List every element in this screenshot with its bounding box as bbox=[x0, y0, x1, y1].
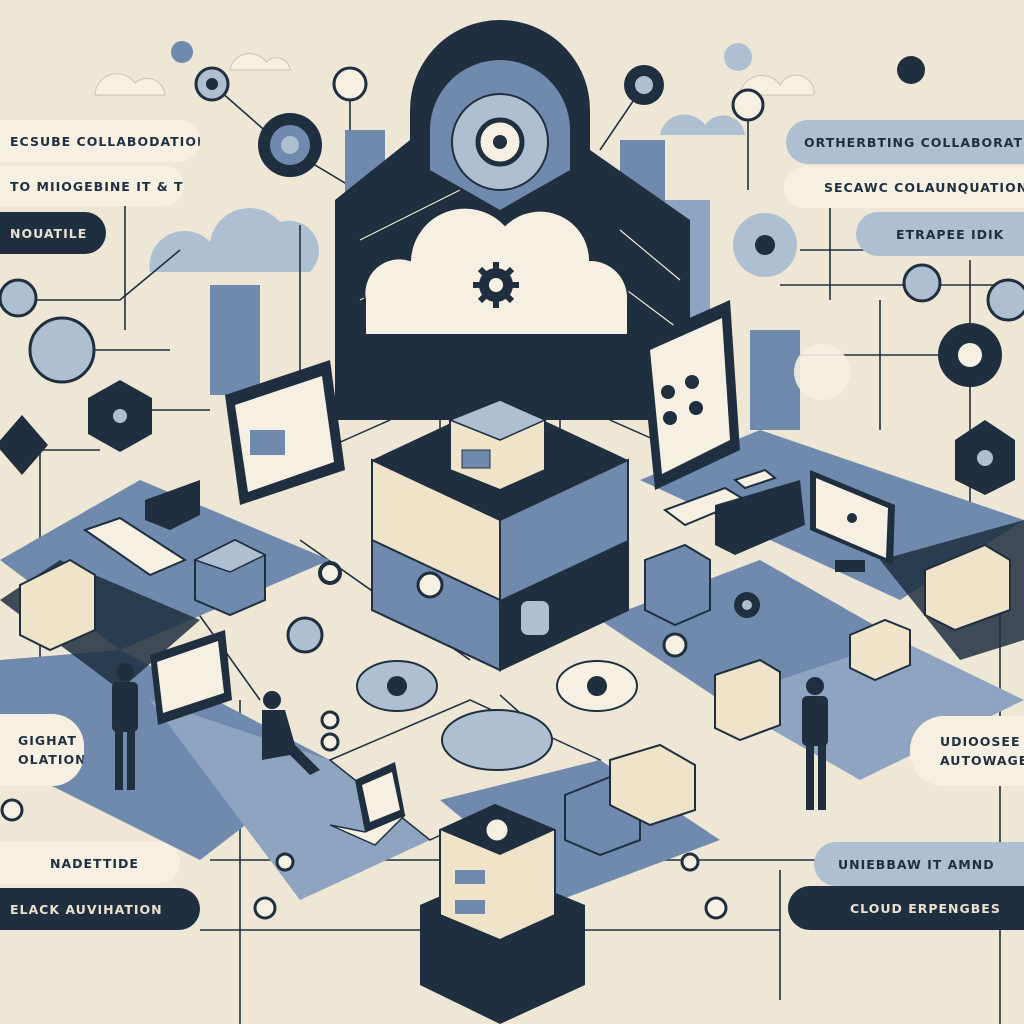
left-label-2-text: TO MIIOGEBINE IT & TO bbox=[10, 178, 184, 194]
gear-icon bbox=[473, 262, 519, 308]
right-label-1-text: ORTHERBTING COLLABORATION bbox=[804, 134, 1024, 150]
right-label-5-text: UNIEBBAW IT AMND bbox=[838, 856, 995, 872]
hexagon-node-icons bbox=[0, 380, 1015, 495]
network-node-icon bbox=[356, 660, 638, 771]
right-label-6-text: CLOUD ERPENGBES bbox=[850, 900, 1001, 916]
left-label-6: ELACK AUVIHATION bbox=[0, 888, 200, 930]
left-label-4-line-2: OLATION bbox=[18, 752, 84, 767]
left-label-2: TO MIIOGEBINE IT & TO bbox=[0, 166, 184, 206]
keyboard-icon bbox=[82, 468, 778, 577]
sky-cloud-icon bbox=[94, 53, 815, 96]
monitor-icon-right bbox=[810, 470, 895, 572]
right-label-2: SECAWC COLAUNQUATION bbox=[784, 166, 1024, 208]
right-label-2-text: SECAWC COLAUNQUATION bbox=[824, 179, 1024, 195]
right-label-6: CLOUD ERPENGBES bbox=[788, 886, 1024, 930]
right-label-3: ETRAPEE IDIK bbox=[856, 212, 1024, 256]
right-label-5: UNIEBBAW IT AMND bbox=[814, 842, 1024, 886]
bottom-server-icon bbox=[420, 803, 585, 1024]
laptop-icon bbox=[150, 630, 406, 846]
right-label-4-line-1: UDIOOSEE bbox=[940, 734, 1021, 749]
server-block-icons bbox=[19, 480, 1011, 857]
left-label-5: NADETTIDE bbox=[0, 842, 180, 884]
left-label-1-text: ECSUBE COLLABODATION bbox=[10, 133, 200, 149]
left-label-1: ECSUBE COLLABODATION bbox=[0, 120, 200, 162]
left-label-3-text: NOUATILE bbox=[10, 225, 88, 241]
floating-circle-icons bbox=[0, 41, 1024, 920]
right-label-1: ORTHERBTING COLLABORATION bbox=[786, 120, 1024, 164]
left-label-4-line-1: GIGHAT bbox=[18, 733, 77, 748]
left-label-4: GIGHAT OLATION bbox=[0, 714, 84, 786]
right-label-4: UDIOOSEE AUTOWAGE bbox=[910, 716, 1024, 786]
blue-cloud-icon bbox=[149, 114, 745, 272]
left-label-5-text: NADETTIDE bbox=[50, 855, 139, 871]
person-icon bbox=[112, 663, 828, 810]
cloud-gear-icon bbox=[363, 206, 630, 336]
left-label-6-text: ELACK AUVIHATION bbox=[10, 901, 163, 917]
right-label-4-line-2: AUTOWAGE bbox=[940, 753, 1024, 768]
server-stack-icon bbox=[371, 398, 629, 672]
left-label-3: NOUATILE bbox=[0, 212, 106, 254]
right-label-3-text: ETRAPEE IDIK bbox=[896, 226, 1005, 242]
monitor-icon bbox=[225, 360, 345, 505]
tablet-icon bbox=[640, 300, 740, 490]
